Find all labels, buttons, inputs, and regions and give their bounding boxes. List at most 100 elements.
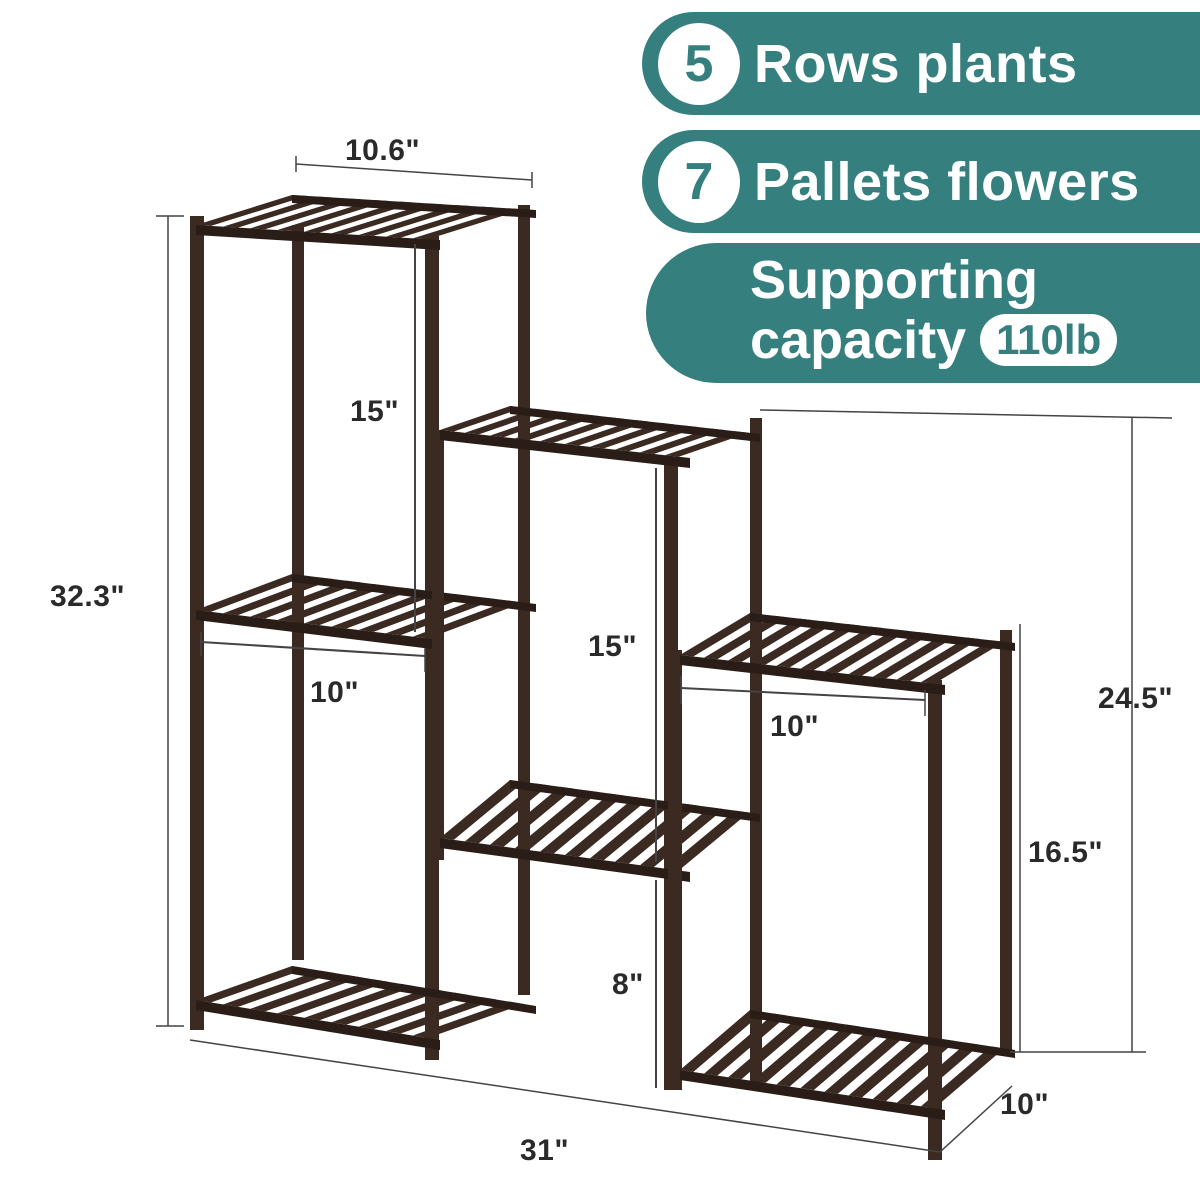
shelf-slat bbox=[277, 200, 389, 231]
shelf-slat bbox=[465, 783, 549, 844]
shelf-right-bottom bbox=[680, 1010, 1015, 1120]
dim-line-left-depth bbox=[200, 641, 426, 657]
shelf-slat bbox=[920, 1046, 1005, 1109]
dim-mid-height: 24.5" bbox=[1098, 682, 1174, 715]
shelf-left-bottom bbox=[196, 966, 536, 1050]
shelf-slat bbox=[196, 195, 307, 226]
dim-line-top-width bbox=[295, 163, 533, 181]
pallets-label: Pallets flowers bbox=[754, 151, 1140, 212]
pallets-flowers-badge: 7 Pallets flowers bbox=[642, 130, 1200, 233]
dim-left-gap: 15" bbox=[350, 395, 400, 428]
shelf-slat bbox=[250, 974, 362, 1012]
post-left-back-right bbox=[518, 205, 530, 995]
shelf-slat bbox=[704, 615, 788, 660]
shelf-slat bbox=[304, 983, 416, 1021]
shelf-slat bbox=[824, 629, 908, 673]
dim-left-depth: 10" bbox=[310, 676, 360, 709]
shelf-slat bbox=[358, 205, 470, 236]
capacity-line2: capacity bbox=[750, 310, 967, 370]
rows-label: Rows plants bbox=[754, 33, 1078, 94]
post-right-front-right bbox=[928, 680, 942, 1160]
rack-frame bbox=[190, 195, 1015, 1160]
shelf-slat bbox=[440, 406, 524, 432]
shelf-back-rail bbox=[292, 966, 536, 1014]
shelf-slat bbox=[385, 206, 497, 238]
capacity-line2-row: capacity 110lb bbox=[750, 309, 1118, 371]
shelf-slat bbox=[250, 580, 362, 619]
dim-line-base-depth bbox=[939, 1085, 1013, 1153]
shelf-slat bbox=[752, 1020, 836, 1083]
dim-mid-low-gap: 8" bbox=[612, 968, 644, 1001]
shelf-front-rail bbox=[196, 1000, 440, 1050]
shelf-back-rail bbox=[510, 780, 760, 822]
rows-plants-badge: 5 Rows plants bbox=[642, 12, 1200, 115]
shelf-slat bbox=[440, 780, 524, 840]
shelf-slat bbox=[800, 1028, 884, 1091]
shelf-front-rail bbox=[440, 430, 690, 468]
shelf-slat bbox=[223, 970, 335, 1007]
dim-base-depth: 10" bbox=[1000, 1088, 1050, 1121]
capacity-line1: Supporting bbox=[750, 250, 1038, 310]
shelf-slat bbox=[728, 1017, 812, 1080]
shelf-slat bbox=[331, 203, 443, 235]
post-mid-back-right bbox=[750, 418, 762, 1085]
shelf-front-rail bbox=[196, 610, 440, 650]
shelf-slat bbox=[590, 800, 674, 861]
shelf-front-rail bbox=[440, 838, 690, 882]
shelf-slat bbox=[872, 634, 956, 679]
shelf-slat bbox=[920, 640, 1005, 684]
shelf-back-rail bbox=[750, 1010, 1015, 1058]
post-left-front bbox=[190, 216, 204, 1030]
shelf-slat bbox=[848, 1035, 932, 1098]
capacity-badge: Supporting capacity 110lb bbox=[646, 243, 1200, 383]
post-right-front bbox=[668, 650, 682, 1090]
dim-total-height: 32.3" bbox=[50, 580, 126, 613]
shelf-slat bbox=[412, 1001, 524, 1038]
dim-top-width: 10.6" bbox=[345, 134, 421, 167]
capacity-value-pill: 110lb bbox=[980, 314, 1118, 366]
shelf-slat bbox=[331, 988, 443, 1025]
shelf-right-top bbox=[680, 613, 1015, 695]
shelf-slat bbox=[752, 621, 836, 665]
shelf-slat bbox=[358, 992, 470, 1030]
shelf-slat bbox=[776, 623, 860, 668]
shelf-slat bbox=[196, 966, 307, 1003]
shelf-slat bbox=[848, 632, 932, 676]
shelf-slat bbox=[800, 626, 884, 671]
shelf-back-rail bbox=[292, 195, 536, 218]
shelf-left-mid bbox=[196, 574, 536, 650]
shelf-back-rail bbox=[510, 406, 760, 442]
pallets-count: 7 bbox=[658, 140, 740, 223]
shelf-front-rail bbox=[680, 655, 945, 695]
shelf-slat bbox=[277, 979, 389, 1016]
shelf-slat bbox=[540, 793, 624, 854]
shelf-slat bbox=[250, 198, 362, 230]
shelf-mid-top bbox=[440, 406, 760, 468]
shelf-mid-low bbox=[440, 780, 760, 882]
dim-guide-top bbox=[759, 409, 1173, 419]
shelf-slat bbox=[223, 196, 335, 228]
dimension-lines bbox=[156, 156, 1173, 1153]
shelf-slat bbox=[728, 618, 812, 662]
rows-count: 5 bbox=[658, 22, 740, 105]
shelf-slat bbox=[490, 786, 574, 847]
shelf-slat bbox=[896, 637, 981, 682]
shelf-slat bbox=[776, 1024, 860, 1087]
shelf-slat bbox=[515, 790, 599, 851]
post-right-back-right bbox=[1000, 630, 1012, 1055]
dim-total-width: 31" bbox=[520, 1134, 570, 1167]
shelf-slat bbox=[223, 577, 335, 616]
shelf-slat bbox=[872, 1039, 956, 1102]
shelf-slat bbox=[304, 201, 416, 233]
shelf-left-top bbox=[196, 195, 536, 250]
dim-right-depth: 10" bbox=[770, 710, 820, 743]
shelf-slat bbox=[196, 574, 307, 612]
shelf-slat bbox=[665, 810, 749, 871]
shelf-slat bbox=[824, 1031, 908, 1094]
shelf-back-rail bbox=[750, 613, 1015, 651]
shelf-slat bbox=[896, 1042, 981, 1105]
shelf-front-rail bbox=[196, 225, 440, 250]
shelf-slat bbox=[277, 584, 389, 622]
shelf-slat bbox=[680, 613, 764, 657]
